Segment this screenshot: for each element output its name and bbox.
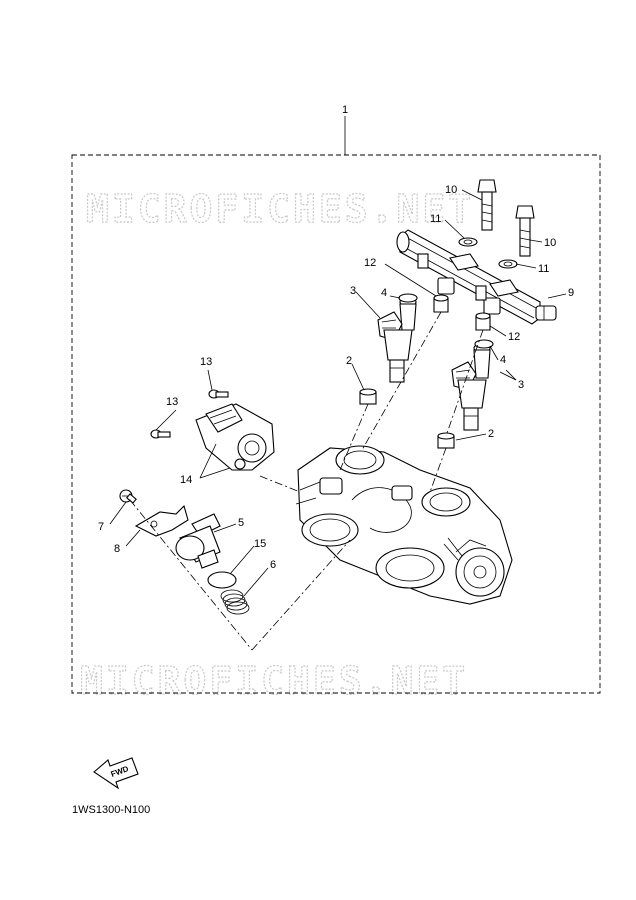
screw-13-upper[interactable] xyxy=(208,389,229,399)
callout-11-top: 11 xyxy=(430,213,441,225)
watermark-bottom: MICROFICHES.NET xyxy=(80,659,468,703)
callout-12-right: 12 xyxy=(508,331,520,343)
callout-14: 14 xyxy=(180,474,192,486)
watermark-top: MICROFICHES.NET xyxy=(86,187,474,231)
fuel-rail[interactable] xyxy=(396,229,557,325)
callout-15: 15 xyxy=(254,538,266,550)
callout-10-top: 10 xyxy=(445,184,457,196)
bracket-8[interactable] xyxy=(134,504,189,537)
bolt-10-left[interactable] xyxy=(477,179,497,231)
idle-speed-control-5[interactable] xyxy=(175,513,221,569)
callout-13-upper: 13 xyxy=(200,356,212,368)
screw-7[interactable] xyxy=(119,489,137,504)
callout-13-lower: 13 xyxy=(166,396,178,408)
o-ring-15[interactable] xyxy=(207,571,237,589)
callout-4-left: 4 xyxy=(381,287,387,299)
throttle-sensor-14[interactable] xyxy=(195,403,275,471)
callout-2-right: 2 xyxy=(488,428,494,440)
seal-2-right[interactable] xyxy=(437,432,455,449)
callout-9: 9 xyxy=(568,287,574,299)
callout-6: 6 xyxy=(270,559,276,571)
callout-3-right: 3 xyxy=(518,379,524,391)
callout-5: 5 xyxy=(238,517,244,529)
callout-3-left: 3 xyxy=(350,285,356,297)
collar-12-right[interactable] xyxy=(475,312,491,331)
callout-8: 8 xyxy=(114,543,120,555)
seal-2-left[interactable] xyxy=(359,388,377,405)
o-ring-4-left[interactable] xyxy=(398,293,418,303)
diagram-part-code: 1WS1300-N100 xyxy=(72,804,151,816)
callout-7: 7 xyxy=(98,521,104,533)
assembly-boundary xyxy=(71,154,601,694)
callout-12-left: 12 xyxy=(364,257,376,269)
fuel-injector-right[interactable] xyxy=(451,343,491,431)
callout-2-left: 2 xyxy=(346,355,352,367)
callout-10-right: 10 xyxy=(544,237,556,249)
screw-13-lower[interactable] xyxy=(150,429,171,439)
throttle-body[interactable] xyxy=(295,445,513,605)
assembly-lines xyxy=(129,311,484,651)
washer-11-right[interactable] xyxy=(498,259,518,269)
washer-11-left[interactable] xyxy=(458,237,478,247)
leader-lines xyxy=(109,189,567,597)
callout-1: 1 xyxy=(342,104,348,116)
collar-12-left[interactable] xyxy=(433,294,449,313)
fwd-arrow-icon: FWD xyxy=(93,757,139,790)
callout-11-right: 11 xyxy=(538,263,549,275)
bolt-10-right[interactable] xyxy=(515,205,535,257)
fuel-injector-left[interactable] xyxy=(377,297,417,383)
o-ring-4-right[interactable] xyxy=(474,339,494,349)
callout-4-right: 4 xyxy=(500,354,506,366)
spring-6[interactable] xyxy=(220,589,250,615)
